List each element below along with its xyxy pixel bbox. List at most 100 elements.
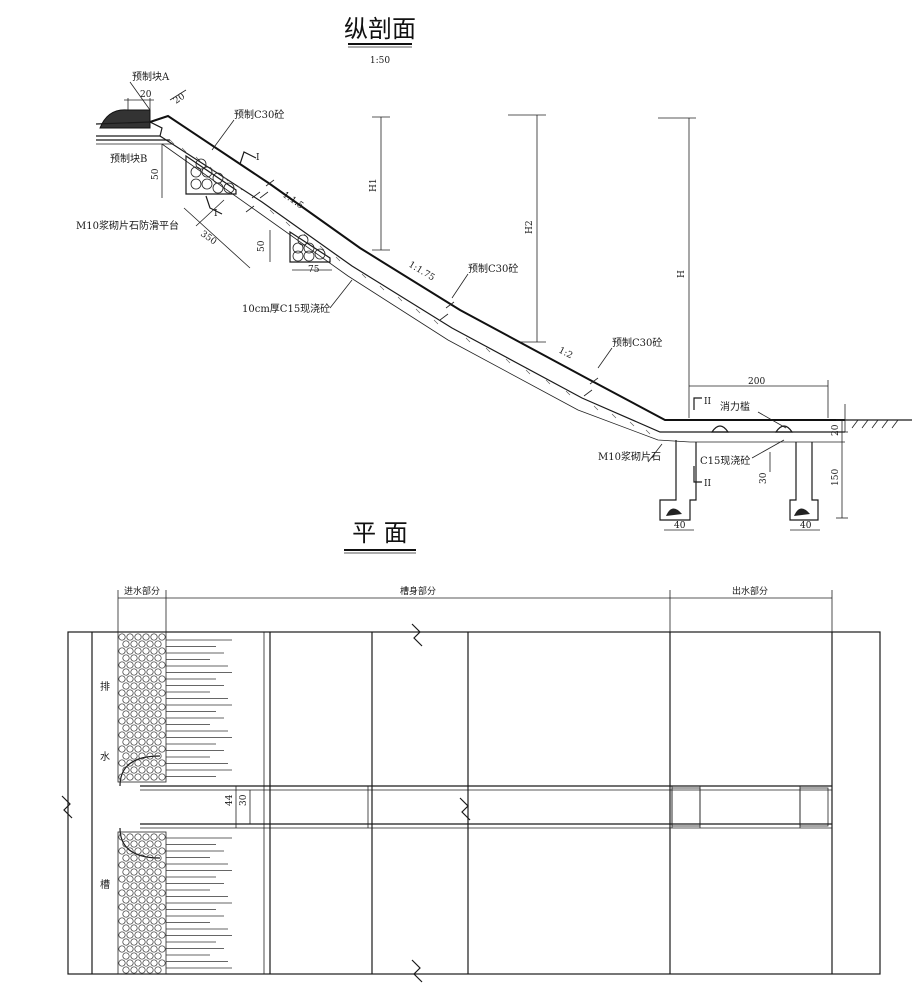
cobble: [158, 861, 166, 869]
label-sec-ii-bot: II: [704, 479, 712, 489]
cobble: [142, 903, 150, 911]
plan-outlet-label: 出水部分: [732, 585, 768, 597]
label-precast-c30-3: 预制C30砼: [612, 336, 662, 349]
cobble: [154, 882, 162, 890]
cobble: [150, 745, 158, 753]
dim-h2-group: H2: [508, 114, 546, 343]
cobble: [138, 924, 146, 932]
anti-slide-platform-2: [289, 230, 331, 263]
dim-150: 150: [831, 469, 841, 486]
cobble: [158, 633, 166, 641]
profile-scale: 1:50: [370, 56, 390, 66]
cobble: [126, 759, 134, 767]
cobble: [142, 675, 150, 683]
label-m10-stone: M10浆砌片石: [598, 450, 661, 463]
cobble: [150, 633, 158, 641]
label-h1: H1: [369, 178, 379, 192]
cobble: [138, 710, 146, 718]
cobble: [134, 647, 142, 655]
cobble: [126, 917, 134, 925]
cobble: [134, 661, 142, 669]
cobble: [118, 833, 126, 841]
side-char-1: 排: [100, 680, 110, 693]
cobble: [146, 752, 154, 760]
cobble: [150, 875, 158, 883]
cobble: [122, 938, 130, 946]
cobble: [130, 668, 138, 676]
cobble: [134, 931, 142, 939]
cobble: [130, 896, 138, 904]
cobble: [118, 945, 126, 953]
cobble: [142, 931, 150, 939]
label-cast-c15: 10cm厚C15现浇砼: [242, 302, 330, 315]
cobble: [138, 868, 146, 876]
cobble: [154, 640, 162, 648]
outlet-vertical-dims: [769, 419, 848, 519]
cobble: [150, 661, 158, 669]
label-c15-cast: C15现浇砼: [700, 454, 750, 467]
cobble: [118, 731, 126, 739]
cobble: [138, 752, 146, 760]
cobble: [146, 738, 154, 746]
cobble: [158, 745, 166, 753]
cobble: [146, 952, 154, 960]
cobble: [142, 731, 150, 739]
cobble: [134, 773, 142, 781]
cobble: [118, 675, 126, 683]
cobble: [138, 766, 146, 774]
plan-break-lines: [61, 623, 471, 983]
cobble: [146, 724, 154, 732]
energy-sills: [710, 425, 794, 433]
cobble: [126, 889, 134, 897]
cobble: [154, 710, 162, 718]
cobble: [138, 696, 146, 704]
cobble: [154, 724, 162, 732]
cobble: [134, 833, 142, 841]
cobble: [138, 682, 146, 690]
cobble: [134, 861, 142, 869]
cobble: [146, 654, 154, 662]
cobble: [122, 840, 130, 848]
dim-h-group: H: [658, 117, 696, 418]
cobble: [142, 633, 150, 641]
cobble: [150, 759, 158, 767]
cobble: [142, 661, 150, 669]
cobble: [134, 847, 142, 855]
cobble: [142, 717, 150, 725]
cobble: [118, 847, 126, 855]
cobble: [146, 924, 154, 932]
cobble: [154, 840, 162, 848]
plan-inlet-label: 进水部分: [124, 585, 160, 597]
anti-slide-platform-1: [185, 154, 237, 195]
cobble: [126, 931, 134, 939]
top-blocks: [95, 98, 172, 145]
cobble: [122, 924, 130, 932]
cobble: [130, 938, 138, 946]
cobble: [130, 682, 138, 690]
cobble: [134, 959, 142, 967]
cobble: [134, 703, 142, 711]
bedding-hatch: [169, 139, 651, 435]
cobble: [150, 703, 158, 711]
cobble: [142, 847, 150, 855]
cobble: [138, 882, 146, 890]
cobble: [134, 689, 142, 697]
cobble: [146, 868, 154, 876]
cobble: [126, 861, 134, 869]
cobble: [122, 910, 130, 918]
cobble: [130, 752, 138, 760]
cobble: [150, 903, 158, 911]
cobble: [150, 833, 158, 841]
cobble: [142, 945, 150, 953]
cobble: [146, 766, 154, 774]
cobble: [146, 840, 154, 848]
cobble: [158, 875, 166, 883]
label-h2: H2: [525, 220, 535, 234]
cobble: [122, 668, 130, 676]
dim-200: 200: [748, 377, 765, 387]
cobble: [138, 938, 146, 946]
label-slope-3: 1:2: [557, 346, 574, 361]
cobble: [142, 647, 150, 655]
cobble: [122, 640, 130, 648]
cobble: [118, 703, 126, 711]
